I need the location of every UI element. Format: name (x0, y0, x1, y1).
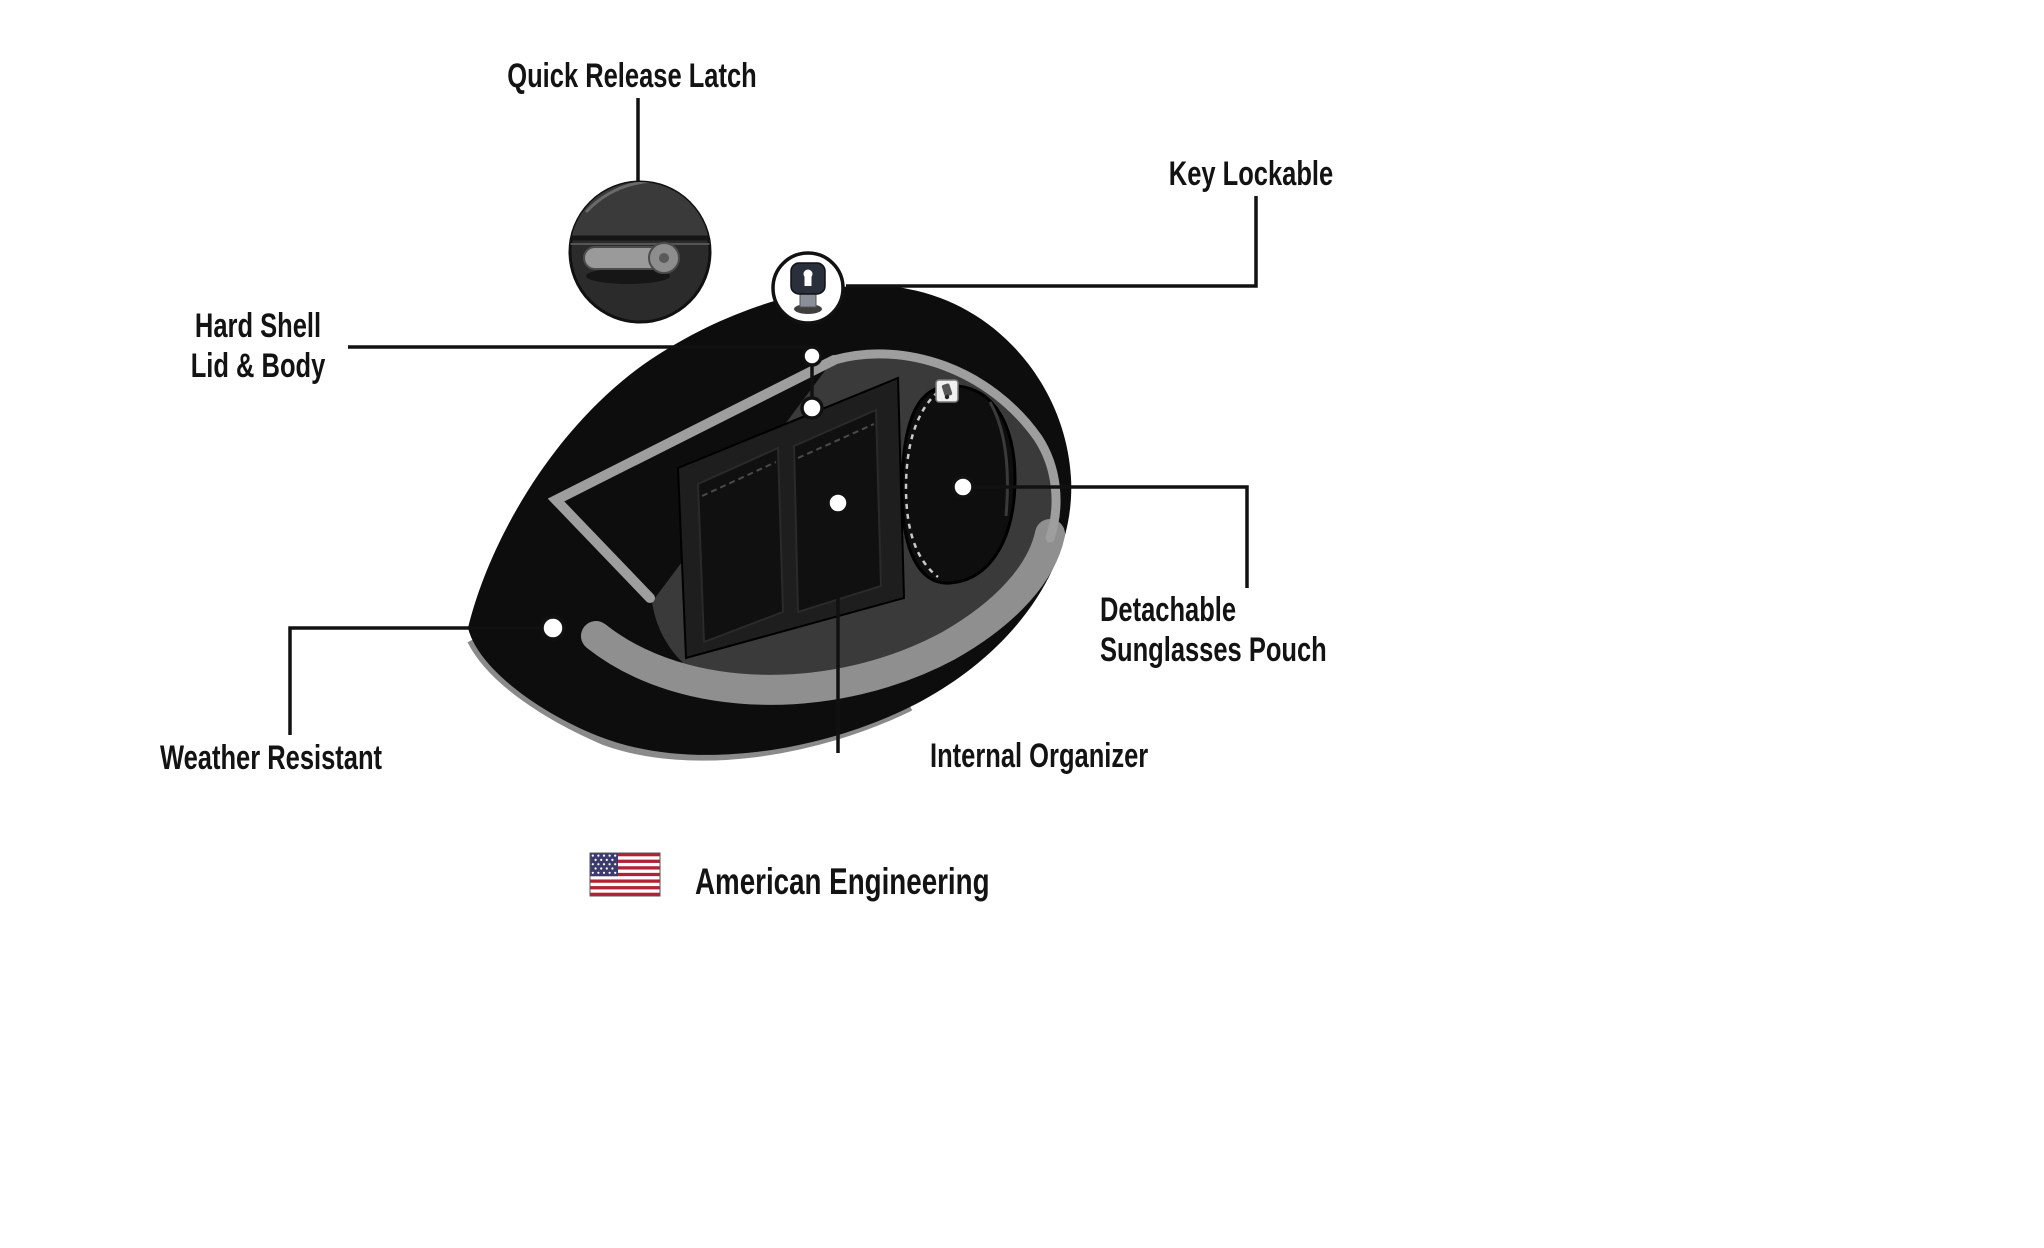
marker-sunglasses-pouch (951, 475, 975, 499)
callout-label-internal-organizer: Internal Organizer (930, 737, 1149, 775)
interior-top-edge (829, 349, 1061, 543)
callout-lines (288, 98, 1258, 753)
bag-interior-floor (581, 519, 1065, 705)
callout-label-detachable-sunglasses-pouch: Detachable Sunglasses Pouch (1100, 590, 1327, 670)
callout-markers (540, 345, 975, 641)
lid-seam (547, 355, 839, 603)
callout-label-key-lockable: Key Lockable (1168, 155, 1334, 193)
marker-internal-organizer (826, 491, 850, 515)
label-line-1: Hard Shell (194, 307, 322, 345)
pocket-2-stitch (797, 423, 875, 459)
pouch-highlight (988, 401, 1009, 517)
footer-american-engineering: American Engineering (695, 861, 990, 902)
marker-hard-shell-body (800, 396, 824, 420)
label-line-2: Sunglasses Pouch (1100, 631, 1327, 670)
organizer-pocket-1 (696, 446, 785, 644)
callout-label-weather-resistant: Weather Resistant (160, 739, 383, 777)
saddlebag-illustration (467, 285, 1072, 761)
label-line-2: Lid & Body (190, 347, 326, 386)
pouch-zipper (904, 391, 939, 578)
line-weather-resistant (288, 626, 542, 735)
marker-hard-shell-lid (801, 345, 823, 367)
marker-weather-resistant (540, 615, 566, 641)
line-key-lockable (846, 196, 1258, 288)
quick-release-latch-detail (568, 180, 712, 324)
label-line-1: Detachable (1100, 591, 1237, 629)
key-lock-icon (771, 251, 845, 325)
pocket-1-stitch (701, 461, 777, 497)
callout-label-quick-release-latch: Quick Release Latch (507, 57, 757, 95)
us-flag-icon (589, 852, 661, 897)
zipper-pull-icon (935, 379, 959, 403)
line-detachable-sunglasses-pouch (973, 485, 1249, 588)
callout-label-hard-shell: Hard Shell Lid & Body (146, 306, 371, 386)
